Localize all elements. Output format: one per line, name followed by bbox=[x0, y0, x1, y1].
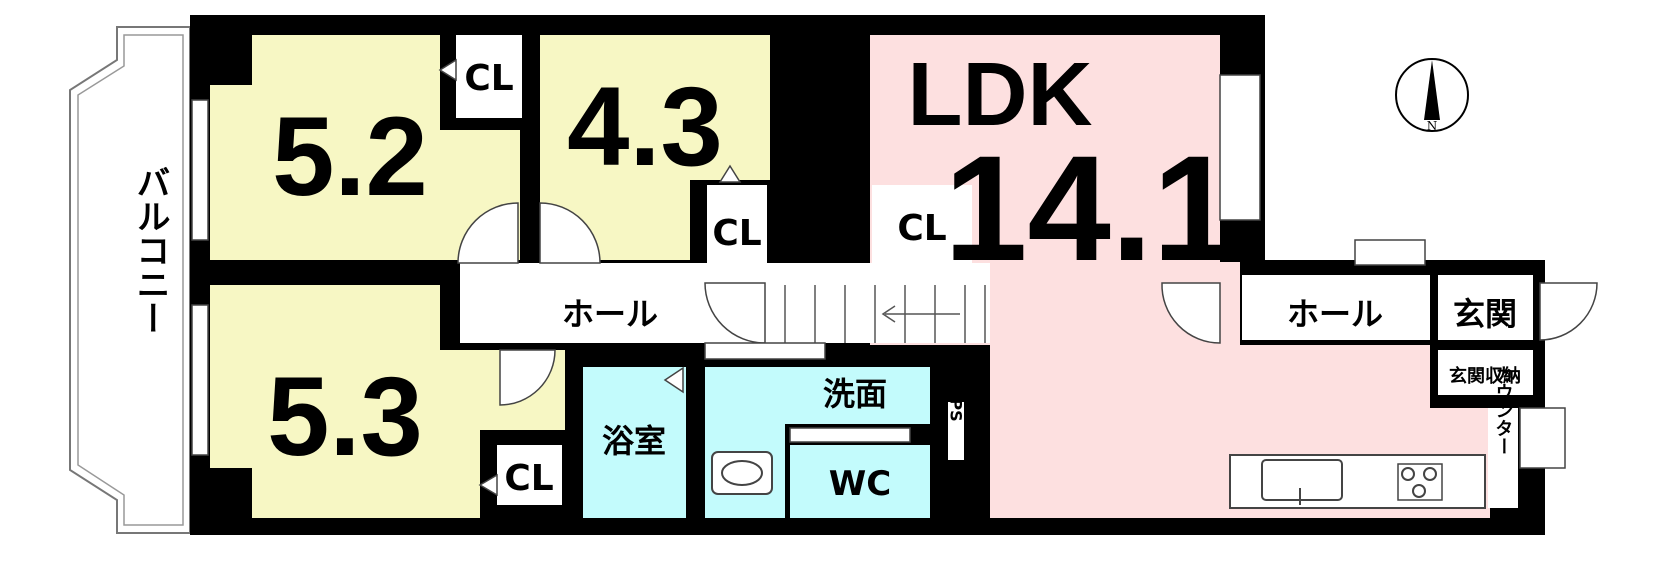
washroom-label: 洗面 bbox=[823, 375, 887, 413]
bedroom-top-left bbox=[210, 35, 520, 260]
ldk-label: LDK bbox=[908, 45, 1093, 145]
hall-left-label: ホール bbox=[562, 295, 658, 333]
counter-area bbox=[1488, 408, 1518, 508]
bedroom-bottom-left bbox=[210, 285, 565, 518]
kitchen-counter bbox=[1229, 454, 1486, 509]
closet-bottom-left-label: CL bbox=[504, 458, 553, 499]
closet-top-middle-label: CL bbox=[712, 213, 761, 254]
closet-ldk-area bbox=[872, 185, 972, 263]
washroom-area bbox=[705, 367, 930, 424]
closet-top-left-area bbox=[456, 35, 522, 118]
entrance-storage-label: 玄関収納 bbox=[1449, 365, 1521, 387]
hall-right-area bbox=[1242, 275, 1430, 340]
stairs bbox=[784, 285, 986, 343]
wash-basin bbox=[711, 451, 773, 495]
bathroom-label: 浴室 bbox=[602, 422, 666, 460]
north-compass-icon bbox=[1395, 58, 1469, 132]
counter-label: カウンター bbox=[1493, 365, 1514, 455]
ldk-area-value: 14.1 bbox=[944, 124, 1236, 292]
pipe-space-area bbox=[948, 402, 964, 460]
door-swings bbox=[457, 202, 1598, 406]
entrance-area bbox=[1438, 275, 1533, 340]
closet-top-left-label: CL bbox=[464, 58, 513, 99]
balcony-label: バルコニー bbox=[130, 165, 170, 335]
bathroom-area bbox=[583, 367, 686, 518]
closet-ldk-label: CL bbox=[897, 208, 946, 249]
toilet-label: WC bbox=[829, 464, 891, 504]
bedroom-top-middle-area-value: 4.3 bbox=[567, 64, 723, 189]
closet-top-middle-area bbox=[707, 185, 767, 263]
toilet-area bbox=[790, 445, 930, 518]
closet-bottom-left-area bbox=[497, 445, 562, 505]
entrance-label: 玄関 bbox=[1453, 295, 1517, 333]
hall-right-label: ホール bbox=[1287, 295, 1383, 333]
bedroom-top-middle bbox=[540, 35, 770, 260]
north-label: N bbox=[1427, 119, 1438, 133]
ldk-room bbox=[870, 35, 1490, 518]
sliding-door-marks bbox=[438, 58, 911, 497]
pipe-space-label: PS bbox=[947, 398, 966, 421]
entrance-storage-area bbox=[1438, 350, 1533, 395]
bedroom-top-left-area-value: 5.2 bbox=[272, 94, 428, 219]
bedroom-bottom-left-area-value: 5.3 bbox=[267, 354, 423, 479]
windows bbox=[191, 74, 1566, 469]
